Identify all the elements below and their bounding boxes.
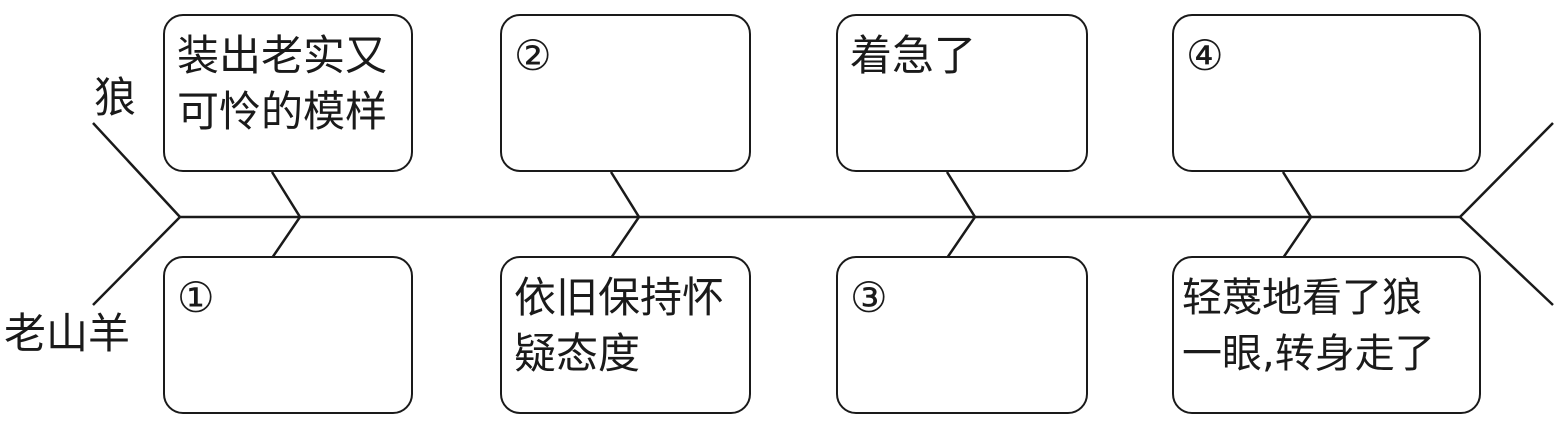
top-box-1: 装出老实又 可怜的模样 — [163, 14, 413, 172]
wolf-label: 狼 — [94, 73, 137, 122]
old-goat-label: 老山羊 — [4, 309, 131, 358]
bottom-box-4: 轻蔑地看了狼 一眼,转身走了 — [1172, 256, 1481, 414]
bone-1 — [270, 171, 302, 259]
bone-3 — [945, 171, 977, 259]
bottom-box-2: 依旧保持怀 疑态度 — [500, 256, 751, 414]
bone-4 — [1281, 171, 1313, 259]
top-box-3: 着急了 — [836, 14, 1088, 172]
bone-2 — [609, 171, 641, 259]
top-box-4: ④ — [1172, 14, 1481, 172]
top-box-2: ② — [500, 14, 751, 172]
fish-head — [1458, 122, 1554, 306]
bottom-box-1: ① — [163, 256, 413, 414]
bottom-box-3: ③ — [836, 256, 1088, 414]
